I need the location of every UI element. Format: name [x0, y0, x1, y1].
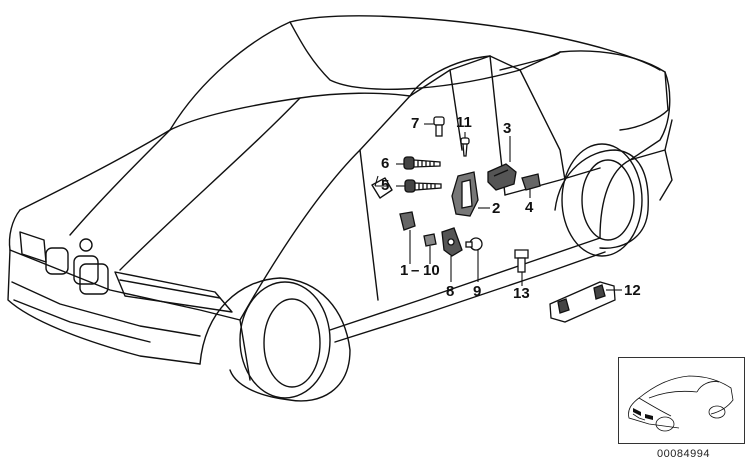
nut-10-icon	[423, 233, 437, 247]
callout-10: 10	[423, 262, 440, 279]
callout-5: 5	[381, 177, 390, 194]
buffer-4-icon	[521, 173, 541, 191]
bolt-6-icon	[403, 156, 441, 170]
plate-8-icon	[441, 227, 463, 257]
callout-3: 3	[503, 120, 512, 137]
callout-7: 7	[411, 115, 420, 132]
sill-plate-12-icon	[549, 281, 616, 323]
hinge-bracket-2-icon	[451, 171, 479, 217]
callout-dash: –	[411, 262, 420, 279]
bolt-5-icon	[404, 179, 442, 193]
callout-2: 2	[492, 200, 501, 217]
callout-6: 6	[381, 155, 390, 172]
callout-8: 8	[446, 283, 455, 300]
callout-1: 1	[400, 262, 409, 279]
bolt-13-icon	[514, 249, 529, 273]
leader-lines	[374, 123, 622, 291]
car-outline-icon	[7, 15, 673, 402]
callout-13: 13	[513, 285, 530, 302]
callout-4: 4	[525, 199, 534, 216]
callout-11: 11	[456, 114, 472, 131]
callout-9: 9	[473, 283, 482, 300]
bolt-7-icon	[433, 116, 445, 137]
clip-1-icon	[399, 211, 416, 231]
callout-12: 12	[624, 282, 641, 299]
car-thumbnail-icon	[628, 375, 734, 432]
hinge-3-icon	[487, 163, 517, 191]
pin-9-icon	[465, 237, 483, 251]
parts-group	[399, 116, 616, 323]
screw-11-icon	[460, 137, 470, 157]
car-thumbnail	[618, 357, 745, 444]
diagram-code: 00084994	[657, 448, 710, 460]
